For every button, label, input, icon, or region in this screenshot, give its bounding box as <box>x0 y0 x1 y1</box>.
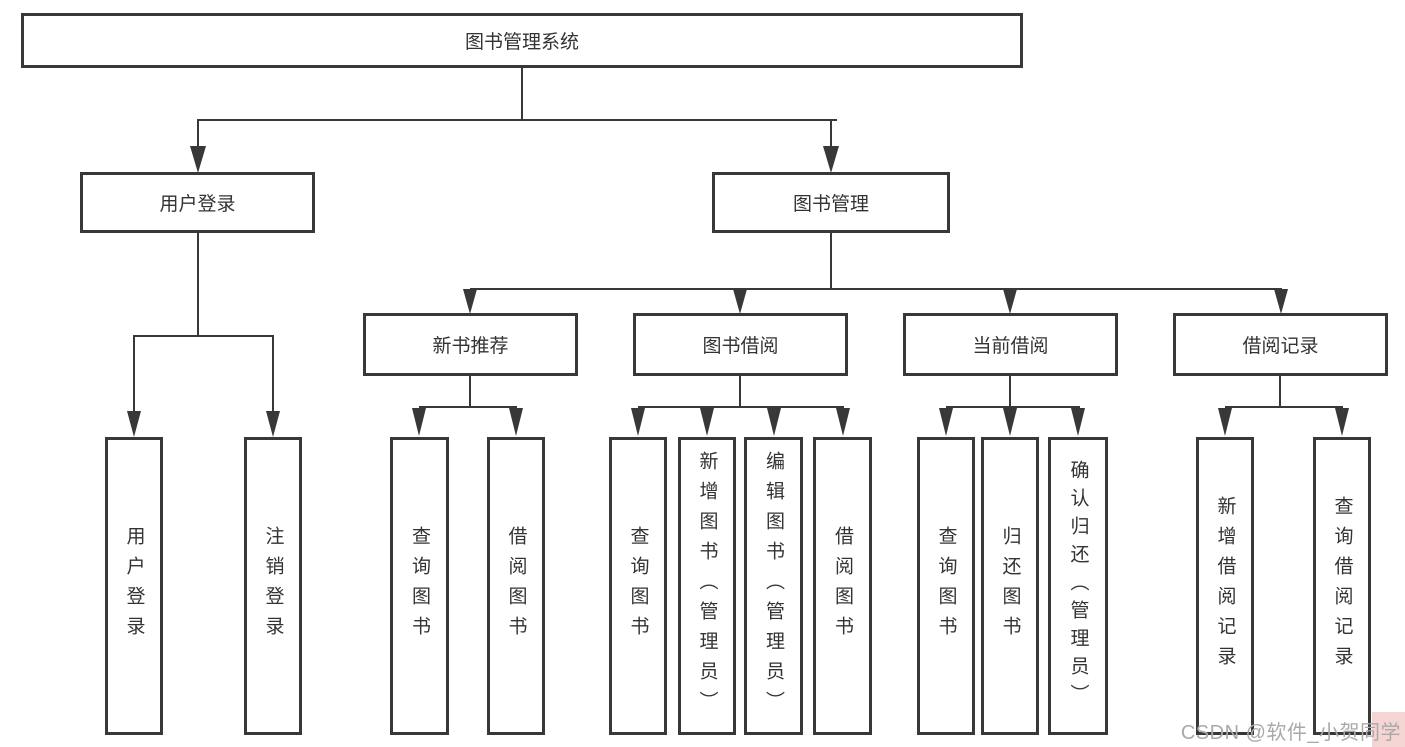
leaf-add-borrow-record: 新增借阅记录 <box>1196 437 1254 735</box>
connector-borrow-record-stem <box>1279 376 1281 408</box>
node-book-management-label: 图书管理 <box>792 194 869 215</box>
connector-book-borrow-stem <box>739 376 741 408</box>
leaf-query-book-1: 查询图书 <box>390 437 449 735</box>
leaf-query-book-3-label: 查询图书 <box>935 526 957 646</box>
leaf-confirm-return-admin-label: 确认归还（管理员） <box>1067 460 1089 712</box>
arrowhead-add-record <box>1218 408 1232 436</box>
leaf-borrow-book-1: 借阅图书 <box>487 437 545 735</box>
arrowhead-new-book <box>463 289 477 314</box>
leaf-edit-book-admin: 编辑图书（管理员） <box>744 437 803 735</box>
connector-drop-leaf-login <box>133 335 135 413</box>
arrowhead-borrow-book-1 <box>509 408 523 436</box>
arrowhead-book-borrow <box>733 289 747 314</box>
node-book-borrow: 图书借阅 <box>633 313 848 376</box>
node-book-borrow-label: 图书借阅 <box>702 336 779 357</box>
node-root-system: 图书管理系统 <box>21 13 1023 68</box>
leaf-query-book-3: 查询图书 <box>917 437 975 735</box>
node-root-label: 图书管理系统 <box>464 32 579 53</box>
leaf-user-login: 用户登录 <box>105 437 163 735</box>
leaf-user-login-label: 用户登录 <box>123 526 145 646</box>
connector-book-borrow-hline <box>638 406 844 408</box>
node-new-book-recommend-label: 新书推荐 <box>432 336 509 357</box>
connector-borrow-record-hline <box>1225 406 1343 408</box>
arrowhead-query-book-1 <box>412 408 426 436</box>
leaf-add-book-admin-label: 新增图书（管理员） <box>696 451 718 721</box>
watermark-highlight <box>1372 712 1405 747</box>
leaf-logout: 注销登录 <box>244 437 302 735</box>
leaf-confirm-return-admin: 确认归还（管理员） <box>1048 437 1108 735</box>
connector-user-login-stem <box>197 233 199 337</box>
arrowhead-return-book <box>1003 408 1017 436</box>
leaf-query-book-1-label: 查询图书 <box>409 526 430 646</box>
arrowhead-current-borrow <box>1003 289 1017 314</box>
arrowhead-leaf-logout <box>266 411 280 437</box>
leaf-query-book-2-label: 查询图书 <box>627 526 649 646</box>
leaf-borrow-book-2: 借阅图书 <box>813 437 872 735</box>
connector-new-book-stem <box>469 376 471 408</box>
connector-user-login-hline <box>133 335 274 337</box>
watermark-text: CSDN @软件_小贺同学 <box>1180 722 1401 744</box>
node-current-borrow-label: 当前借阅 <box>972 336 1049 357</box>
node-new-book-recommend: 新书推荐 <box>363 313 578 376</box>
arrowhead-query-record <box>1335 408 1349 436</box>
connector-current-borrow-hline <box>946 406 1080 408</box>
arrowhead-leaf-login <box>127 411 141 437</box>
leaf-borrow-book-2-label: 借阅图书 <box>832 526 853 646</box>
arrowhead-edit-book <box>767 408 781 436</box>
leaf-logout-label: 注销登录 <box>262 526 284 646</box>
node-user-login: 用户登录 <box>80 172 315 233</box>
connector-drop-book-management <box>830 119 832 149</box>
arrowhead-confirm-return <box>1071 408 1085 436</box>
arrowhead-query-book-2 <box>631 408 645 436</box>
leaf-return-book: 归还图书 <box>981 437 1039 735</box>
arrowhead-book-management <box>823 146 839 173</box>
node-borrow-record: 借阅记录 <box>1173 313 1388 376</box>
arrowhead-borrow-book-2 <box>836 408 850 436</box>
node-borrow-record-label: 借阅记录 <box>1242 336 1319 357</box>
arrowhead-add-book <box>700 408 714 436</box>
connector-drop-leaf-logout <box>272 335 274 413</box>
node-book-management: 图书管理 <box>712 172 950 233</box>
leaf-add-borrow-record-label: 新增借阅记录 <box>1214 496 1236 676</box>
leaf-query-borrow-record: 查询借阅记录 <box>1313 437 1371 735</box>
leaf-query-borrow-record-label: 查询借阅记录 <box>1331 496 1353 676</box>
connector-book-management-stem <box>830 233 832 290</box>
arrowhead-borrow-record <box>1274 289 1288 314</box>
leaf-query-book-2: 查询图书 <box>609 437 667 735</box>
arrowhead-user-login <box>190 146 206 173</box>
leaf-borrow-book-1-label: 借阅图书 <box>505 526 527 646</box>
connector-current-borrow-stem <box>1009 376 1011 408</box>
leaf-return-book-label: 归还图书 <box>999 526 1021 646</box>
node-current-borrow: 当前借阅 <box>903 313 1118 376</box>
leaf-add-book-admin: 新增图书（管理员） <box>678 437 736 735</box>
leaf-edit-book-admin-label: 编辑图书（管理员） <box>763 451 784 721</box>
node-user-login-label: 用户登录 <box>159 194 236 215</box>
connector-root-stem <box>521 68 523 121</box>
connector-level1-hline <box>197 119 837 121</box>
arrowhead-query-book-3 <box>939 408 953 436</box>
connector-level2-hline <box>470 288 1282 290</box>
connector-drop-user-login <box>197 119 199 149</box>
connector-new-book-hline <box>419 406 517 408</box>
